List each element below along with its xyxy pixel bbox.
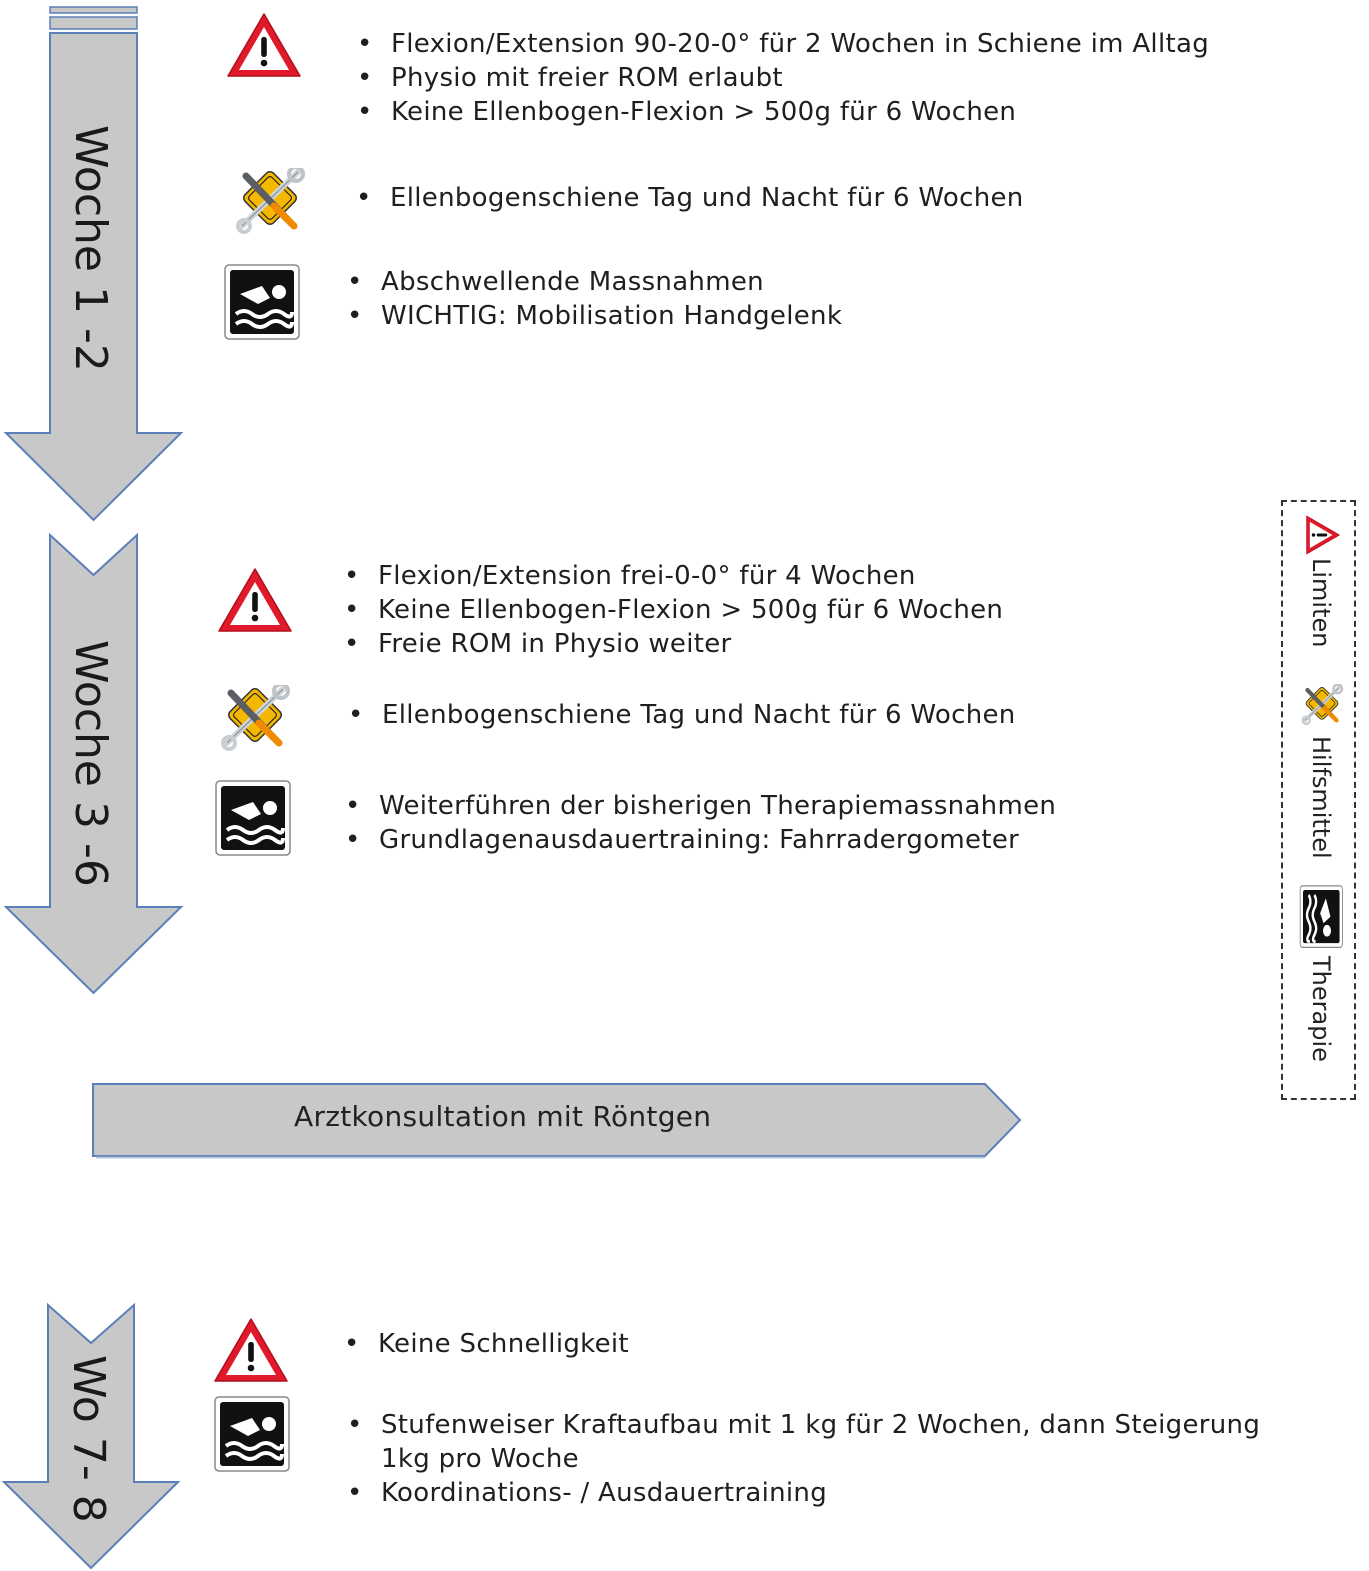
list-item: Weiterführen der bisherigen Therapiemass… [343,789,1056,823]
list-item: Freie ROM in Physio weiter [342,627,1003,661]
list-item: Ellenbogenschiene Tag und Nacht für 6 Wo… [346,698,1016,732]
tools-icon [217,685,293,757]
aids-list: Ellenbogenschiene Tag und Nacht für 6 Wo… [346,698,1016,732]
phase-label: Wo 7- 8 [63,1355,114,1523]
list-item: Flexion/Extension 90-20-0° für 2 Wochen … [355,27,1209,61]
swimmer-icon [224,264,301,341]
aids-list: Ellenbogenschiene Tag und Nacht für 6 Wo… [354,181,1024,215]
phase-arrow-2 [3,532,184,995]
limits-list: Keine Schnelligkeit [342,1327,629,1361]
list-item: Koordinations- / Ausdauertraining [345,1476,1305,1510]
swimmer-icon [215,780,292,857]
warning-icon [1306,515,1340,555]
list-item: Keine Ellenbogen-Flexion > 500g für 6 Wo… [355,95,1209,129]
tools-icon [1299,684,1345,730]
list-item: Keine Schnelligkeit [342,1327,629,1361]
legend-aids-label: Hilfsmittel [1307,736,1335,859]
limits-list: Flexion/Extension frei-0-0° für 4 Wochen… [342,559,1003,661]
list-item: Flexion/Extension frei-0-0° für 4 Wochen [342,559,1003,593]
swimmer-icon [214,1396,291,1473]
warning-icon [214,1318,288,1382]
therapy-list: Stufenweiser Kraftaufbau mit 1 kg für 2 … [345,1408,1305,1510]
tools-icon [232,168,308,240]
list-item: Physio mit freier ROM erlaubt [355,61,1209,95]
list-item: Ellenbogenschiene Tag und Nacht für 6 Wo… [354,181,1024,215]
legend-therapy-label: Therapie [1307,956,1335,1062]
phase-label: Woche 1 -2 [65,125,116,372]
legend: Limiten Hilfsmittel Therapie [1281,500,1356,1100]
swimmer-icon [1299,885,1343,949]
legend-limits-label: Limiten [1307,558,1335,648]
phase-arrow-3 [1,1302,181,1570]
phase-arrow-1 [3,6,184,522]
banner-label: Arztkonsultation mit Röntgen [294,1100,712,1133]
therapy-list: Abschwellende Massnahmen WICHTIG: Mobili… [345,265,842,333]
limits-list: Flexion/Extension 90-20-0° für 2 Wochen … [355,27,1209,129]
banner-arrow [92,1083,1022,1159]
therapy-list: Weiterführen der bisherigen Therapiemass… [343,789,1056,857]
list-item: WICHTIG: Mobilisation Handgelenk [345,299,842,333]
warning-icon [218,568,292,632]
warning-icon [227,13,301,77]
list-item: Keine Ellenbogen-Flexion > 500g für 6 Wo… [342,593,1003,627]
list-item: Grundlagenausdauertraining: Fahrradergom… [343,823,1056,857]
list-item: Stufenweiser Kraftaufbau mit 1 kg für 2 … [345,1408,1305,1476]
list-item: Abschwellende Massnahmen [345,265,842,299]
phase-label: Woche 3 -6 [65,640,116,887]
